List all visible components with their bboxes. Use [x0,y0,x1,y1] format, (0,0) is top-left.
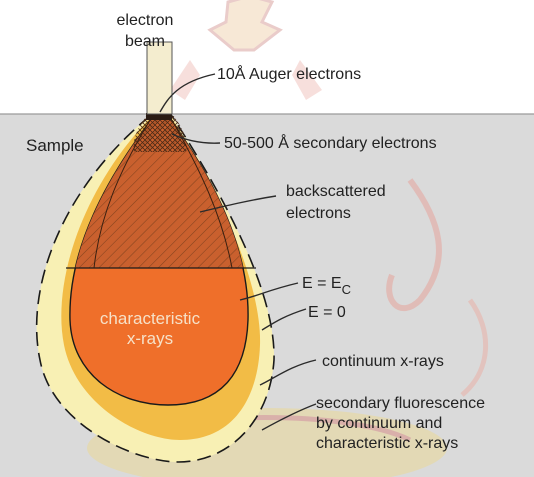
backscattered-label-1: backscattered [286,183,386,200]
continuum-label: continuum x-rays [322,353,444,370]
fluorescence-label-3: characteristic x-rays [316,435,458,452]
characteristic-label-1: characteristic [100,309,201,328]
electron-beam-label-2: beam [125,33,165,50]
fluorescence-label-1: secondary fluorescence [316,395,485,412]
backscattered-label-2: electrons [286,205,351,222]
electron-beam-icon [147,42,172,114]
characteristic-label-2: x-rays [127,329,173,348]
electron-beam-label-1: electron [117,12,174,29]
e-equals-zero-label: E = 0 [308,304,346,321]
sample-label: Sample [26,136,84,155]
auger-label: 10Å Auger electrons [217,64,361,83]
secondary-electrons-label: 50-500 Å secondary electrons [224,133,437,152]
fluorescence-label-2: by continuum and [316,415,442,432]
